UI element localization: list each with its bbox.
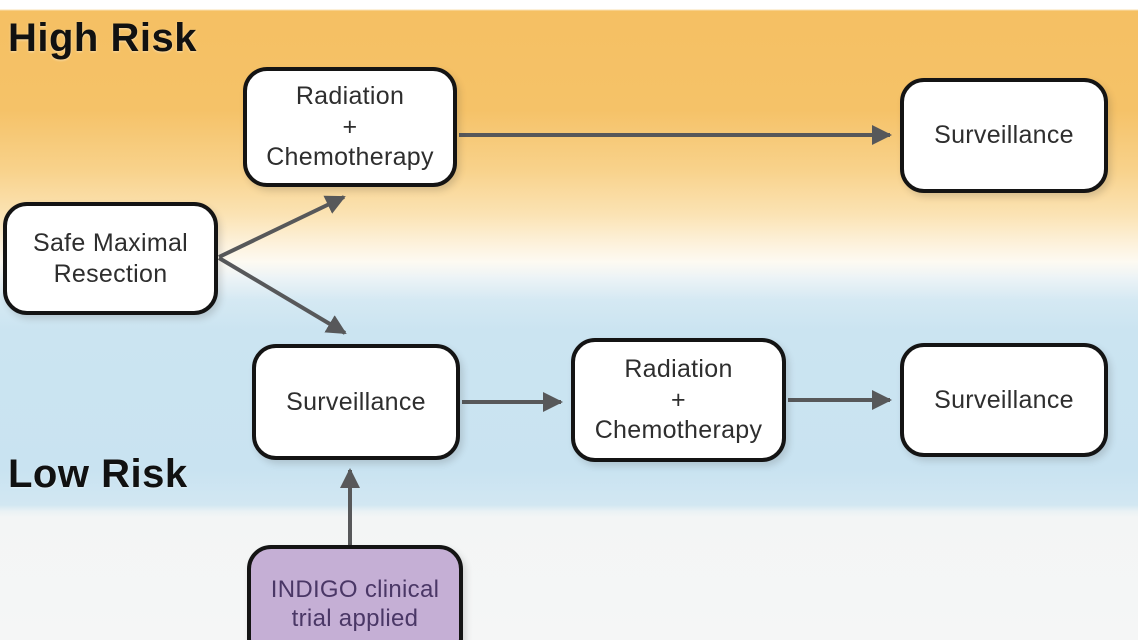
arrow-safe-to-surveillance-low: [217, 256, 347, 335]
node-label: Surveillance: [934, 385, 1074, 414]
heading-low-risk: Low Risk: [8, 452, 188, 496]
node-radiation-chemo-low: Radiation + Chemotherapy: [571, 338, 786, 462]
node-label-line: Safe Maximal: [32, 229, 189, 257]
node-label-line: Radiation: [624, 355, 733, 384]
node-label-line: +: [342, 112, 358, 141]
node-safe-maximal-resection: Safe Maximal Resection: [3, 202, 218, 315]
node-label-line: INDIGO clinical: [270, 576, 440, 603]
node-label: Surveillance: [934, 121, 1074, 150]
node-label-line: +: [671, 385, 686, 414]
arrow-safe-to-radiation-chemo-high: [218, 195, 346, 259]
node-label: Surveillance: [286, 387, 426, 416]
node-label-line: Chemotherapy: [594, 416, 763, 445]
heading-high-risk: High Risk: [8, 16, 197, 60]
node-indigo-clinical-trial: INDIGO clinical trial applied: [247, 545, 463, 640]
node-label-line: Radiation: [295, 82, 405, 111]
node-label-line: trial applied: [291, 605, 419, 633]
node-label-line: Chemotherapy: [266, 143, 434, 172]
node-radiation-chemo-high: Radiation + Chemotherapy: [243, 67, 457, 187]
node-surveillance-high: Surveillance: [900, 78, 1108, 193]
node-surveillance-low-final: Surveillance: [900, 343, 1108, 457]
node-label-line: Resection: [53, 259, 168, 288]
node-surveillance-low: Surveillance: [252, 344, 460, 460]
